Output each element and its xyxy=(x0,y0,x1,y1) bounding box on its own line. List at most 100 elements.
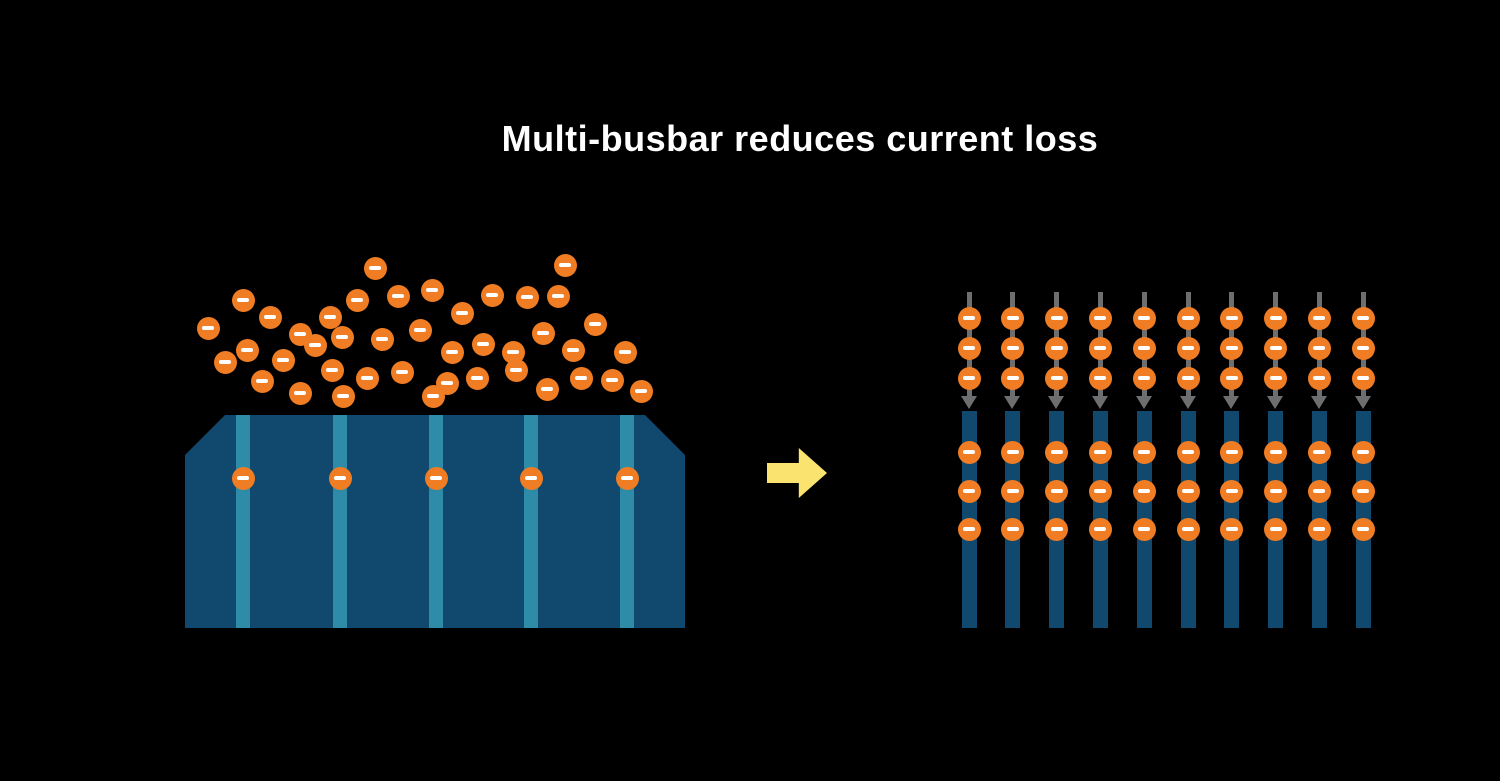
electron-icon xyxy=(1264,336,1288,360)
electron-icon xyxy=(615,466,639,490)
electron-icon xyxy=(471,332,495,356)
electron-icon xyxy=(1220,306,1244,330)
electron-icon xyxy=(957,440,981,464)
electron-icon xyxy=(345,288,369,312)
electron-icon xyxy=(331,384,355,408)
electron-icon xyxy=(1351,479,1375,503)
electron-icon xyxy=(258,305,282,329)
electron-icon xyxy=(1176,306,1200,330)
electron-icon xyxy=(1045,336,1069,360)
electron-icon xyxy=(1001,336,1025,360)
current-flow-arrowhead-icon xyxy=(1223,396,1240,409)
electron-icon xyxy=(553,253,577,277)
electron-icon xyxy=(235,338,259,362)
page-title: Multi-busbar reduces current loss xyxy=(501,118,1099,159)
electron-icon xyxy=(271,348,295,372)
electron-icon xyxy=(420,278,444,302)
electron-icon xyxy=(1264,517,1288,541)
electron-icon xyxy=(1264,306,1288,330)
electron-icon xyxy=(957,479,981,503)
electron-icon xyxy=(424,466,448,490)
electron-icon xyxy=(1088,306,1112,330)
electron-icon xyxy=(1001,366,1025,390)
current-flow-arrowhead-icon xyxy=(1091,396,1108,409)
electron-icon xyxy=(504,358,528,382)
electron-icon xyxy=(1001,306,1025,330)
electron-icon xyxy=(1220,336,1244,360)
current-flow-arrowhead-icon xyxy=(960,396,977,409)
electron-icon xyxy=(1088,440,1112,464)
electron-icon xyxy=(1132,366,1156,390)
electron-icon xyxy=(1045,479,1069,503)
electron-icon xyxy=(1132,306,1156,330)
electron-icon xyxy=(1001,440,1025,464)
electron-icon xyxy=(1351,517,1375,541)
electron-icon xyxy=(629,379,653,403)
electron-icon xyxy=(569,366,593,390)
electron-icon xyxy=(1307,366,1331,390)
electron-icon xyxy=(1351,336,1375,360)
electron-icon xyxy=(1045,440,1069,464)
electron-icon xyxy=(583,312,607,336)
electron-icon xyxy=(1220,517,1244,541)
current-flow-arrowhead-icon xyxy=(1267,396,1284,409)
electron-icon xyxy=(1220,366,1244,390)
electron-icon xyxy=(1307,306,1331,330)
electron-icon xyxy=(535,377,559,401)
electron-icon xyxy=(390,360,414,384)
electron-icon xyxy=(355,366,379,390)
electron-icon xyxy=(408,318,432,342)
electron-icon xyxy=(231,466,255,490)
electron-icon xyxy=(1045,366,1069,390)
electron-icon xyxy=(465,366,489,390)
electron-icon xyxy=(330,325,354,349)
electron-icon xyxy=(1001,479,1025,503)
electron-icon xyxy=(303,333,327,357)
electron-icon xyxy=(1351,440,1375,464)
electron-icon xyxy=(288,381,312,405)
electron-icon xyxy=(1307,479,1331,503)
electron-icon xyxy=(1088,336,1112,360)
electron-icon xyxy=(421,384,445,408)
electron-icon xyxy=(561,338,585,362)
electron-icon xyxy=(957,336,981,360)
electron-icon xyxy=(250,369,274,393)
electron-icon xyxy=(196,316,220,340)
electron-icon xyxy=(1132,517,1156,541)
electron-icon xyxy=(531,321,555,345)
current-flow-arrowhead-icon xyxy=(1135,396,1152,409)
electron-icon xyxy=(440,340,464,364)
electron-icon xyxy=(613,340,637,364)
electron-icon xyxy=(1132,479,1156,503)
electron-icon xyxy=(386,284,410,308)
electron-icon xyxy=(1264,479,1288,503)
electron-icon xyxy=(320,358,344,382)
electron-icon xyxy=(1176,366,1200,390)
electron-icon xyxy=(957,366,981,390)
electron-icon xyxy=(1176,479,1200,503)
electron-icon xyxy=(957,306,981,330)
electron-icon xyxy=(1307,440,1331,464)
electron-icon xyxy=(1132,336,1156,360)
electron-icon xyxy=(1351,306,1375,330)
current-flow-arrowhead-icon xyxy=(1310,396,1327,409)
electron-icon xyxy=(1220,440,1244,464)
electron-icon xyxy=(1220,479,1244,503)
electron-icon xyxy=(1176,517,1200,541)
electron-icon xyxy=(1001,517,1025,541)
electron-icon xyxy=(1176,440,1200,464)
current-flow-arrowhead-icon xyxy=(1048,396,1065,409)
electron-icon xyxy=(600,368,624,392)
electron-icon xyxy=(1132,440,1156,464)
electron-icon xyxy=(1264,366,1288,390)
electron-icon xyxy=(1307,336,1331,360)
electron-icon xyxy=(519,466,543,490)
electron-icon xyxy=(1088,479,1112,503)
electron-icon xyxy=(501,340,525,364)
electron-icon xyxy=(1307,517,1331,541)
electron-icon xyxy=(480,283,504,307)
electron-icon xyxy=(546,284,570,308)
